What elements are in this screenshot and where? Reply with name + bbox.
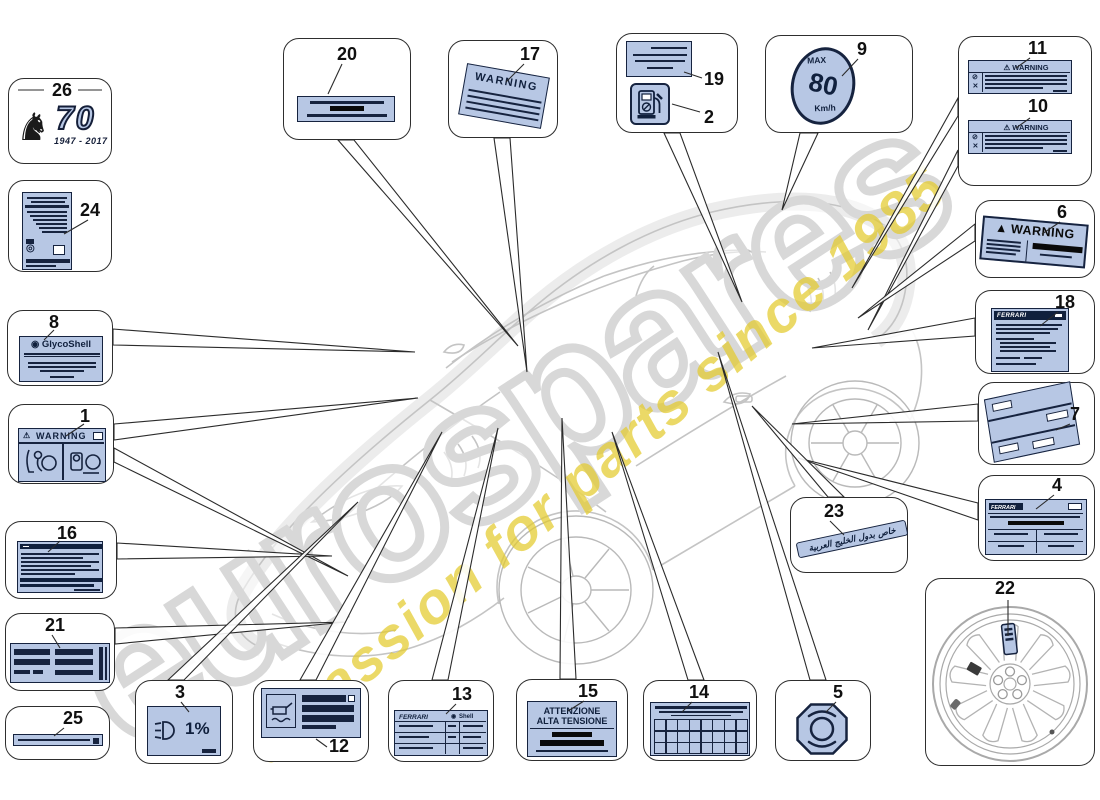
anniversary-70-text: 70 — [55, 100, 96, 136]
cross-icon: ✕ — [972, 83, 979, 90]
label-glycoshell: ◉ GlycoShell — [19, 336, 103, 382]
callout-number-10[interactable]: 10 — [1028, 96, 1049, 116]
label-warnlines: ⚠ WARNING ⊘ ✕ — [968, 60, 1072, 94]
shell-logo-icon: ◉ — [451, 714, 457, 720]
alta-tensione-text: ALTA TENSIONE — [536, 716, 608, 726]
callout-box-17[interactable] — [958, 36, 1092, 186]
callout-number-1[interactable]: 1 — [80, 406, 91, 426]
warning-filled-icon: ▲ — [994, 220, 1009, 236]
label-table13: FERRARI ◉Shell — [394, 710, 488, 756]
label-warn6: ▲ WARNING — [979, 215, 1089, 269]
cross-icon: ✕ — [972, 143, 979, 150]
fuel-cap-label-icon — [796, 703, 848, 755]
label-octagon5 — [795, 702, 849, 756]
label-fdoc18: FERRARI — [991, 308, 1069, 372]
label-doc16 — [17, 541, 103, 593]
ferrari-brand-text: FERRARI — [399, 714, 428, 721]
callout-number-5[interactable]: 5 — [833, 682, 844, 702]
label-oil12 — [261, 688, 361, 738]
callout-box-23[interactable] — [925, 578, 1095, 766]
warning-text: WARNING — [1010, 221, 1076, 242]
callout-number-13[interactable]: 13 — [452, 684, 473, 704]
callout-number-22[interactable]: 22 — [995, 578, 1016, 598]
warning-triangle-icon: ⚠ — [23, 431, 31, 440]
callout-number-26[interactable]: 26 — [52, 80, 73, 100]
callout-number-23[interactable]: 23 — [824, 501, 845, 521]
callout-number-24[interactable]: 24 — [80, 200, 101, 220]
warning-triangle-icon: ⚠ — [1003, 63, 1011, 72]
callout-number-12[interactable]: 12 — [329, 736, 350, 756]
spare-wheel-drawing — [932, 606, 1088, 762]
callout-box-6[interactable] — [5, 706, 110, 760]
callout-number-18[interactable]: 18 — [1055, 292, 1076, 312]
shell-logo-icon: ◉ — [30, 339, 40, 350]
spec-grid — [654, 719, 748, 754]
shell-text: Shell — [459, 714, 474, 720]
label-grid14 — [650, 702, 750, 756]
callout-number-7[interactable]: 7 — [1070, 404, 1081, 424]
airbag-pictogram-1 — [26, 449, 57, 473]
label-doc24: ◎ — [22, 192, 72, 270]
callout-number-6[interactable]: 6 — [1057, 202, 1068, 222]
label-bars21 — [10, 643, 110, 683]
warning-triangle-icon: ⚠ — [1003, 123, 1011, 132]
callout-number-17[interactable]: 17 — [520, 44, 541, 64]
balance-weight — [966, 661, 982, 676]
prancing-horse-icon: ♞ — [16, 105, 51, 149]
callout-number-8[interactable]: 8 — [49, 312, 60, 332]
label-headlight: 1% — [147, 706, 221, 756]
valve-stem — [950, 699, 961, 710]
airbag-pictogram-2 — [70, 452, 101, 474]
callout-box-13[interactable] — [283, 38, 411, 140]
kmh-text: Km/h — [814, 102, 836, 114]
warning-text: WARNING — [36, 431, 87, 441]
label-ftable4: FERRARI — [985, 499, 1087, 555]
max-text: MAX — [807, 54, 827, 66]
beam-percent-text: 1% — [185, 719, 210, 738]
no-entry-icon: ⊘ — [972, 134, 978, 141]
callout-box-0[interactable] — [8, 78, 112, 164]
ferrari-brand-text: FERRARI — [991, 504, 1016, 511]
callout-number-20[interactable]: 20 — [337, 44, 358, 64]
callout-number-19[interactable]: 19 — [704, 69, 725, 89]
headlight-icon — [154, 721, 175, 740]
callout-number-25[interactable]: 25 — [63, 708, 84, 728]
label-fuel2 — [630, 83, 670, 125]
oil-can-icon — [270, 702, 293, 723]
anniversary-years-text: 1947 - 2017 — [54, 136, 108, 146]
label-strip25 — [13, 734, 103, 746]
callout-number-9[interactable]: 9 — [857, 39, 868, 59]
callout-number-14[interactable]: 14 — [689, 682, 710, 702]
label-wheel22 — [930, 604, 1090, 764]
callout-number-21[interactable]: 21 — [45, 615, 66, 635]
recycle-icon: ◎ — [26, 243, 35, 254]
callout-number-2[interactable]: 2 — [704, 107, 715, 127]
no-entry-icon: ⊘ — [972, 74, 978, 81]
callout-number-3[interactable]: 3 — [175, 682, 186, 702]
attenzione-text: ATTENZIONE — [543, 706, 601, 716]
label-warnairbag: ⚠ WARNING — [18, 428, 106, 482]
wheel-label-chip — [1000, 622, 1018, 656]
ferrari-brand-text: FERRARI — [997, 313, 1027, 319]
label-rect19 — [626, 41, 692, 77]
callout-number-11[interactable]: 11 — [1028, 38, 1048, 58]
label-small20 — [297, 96, 395, 122]
warning-text: WARNING — [1012, 123, 1049, 132]
callout-number-16[interactable]: 16 — [57, 523, 78, 543]
fuel-pump-icon — [637, 90, 663, 119]
label-warnlines: ⚠ WARNING ⊘ ✕ — [968, 120, 1072, 154]
glycoshell-text: GlycoShell — [41, 339, 92, 350]
warning-text: WARNING — [1012, 63, 1049, 72]
callout-number-15[interactable]: 15 — [578, 681, 599, 701]
callout-number-4[interactable]: 4 — [1052, 475, 1063, 495]
